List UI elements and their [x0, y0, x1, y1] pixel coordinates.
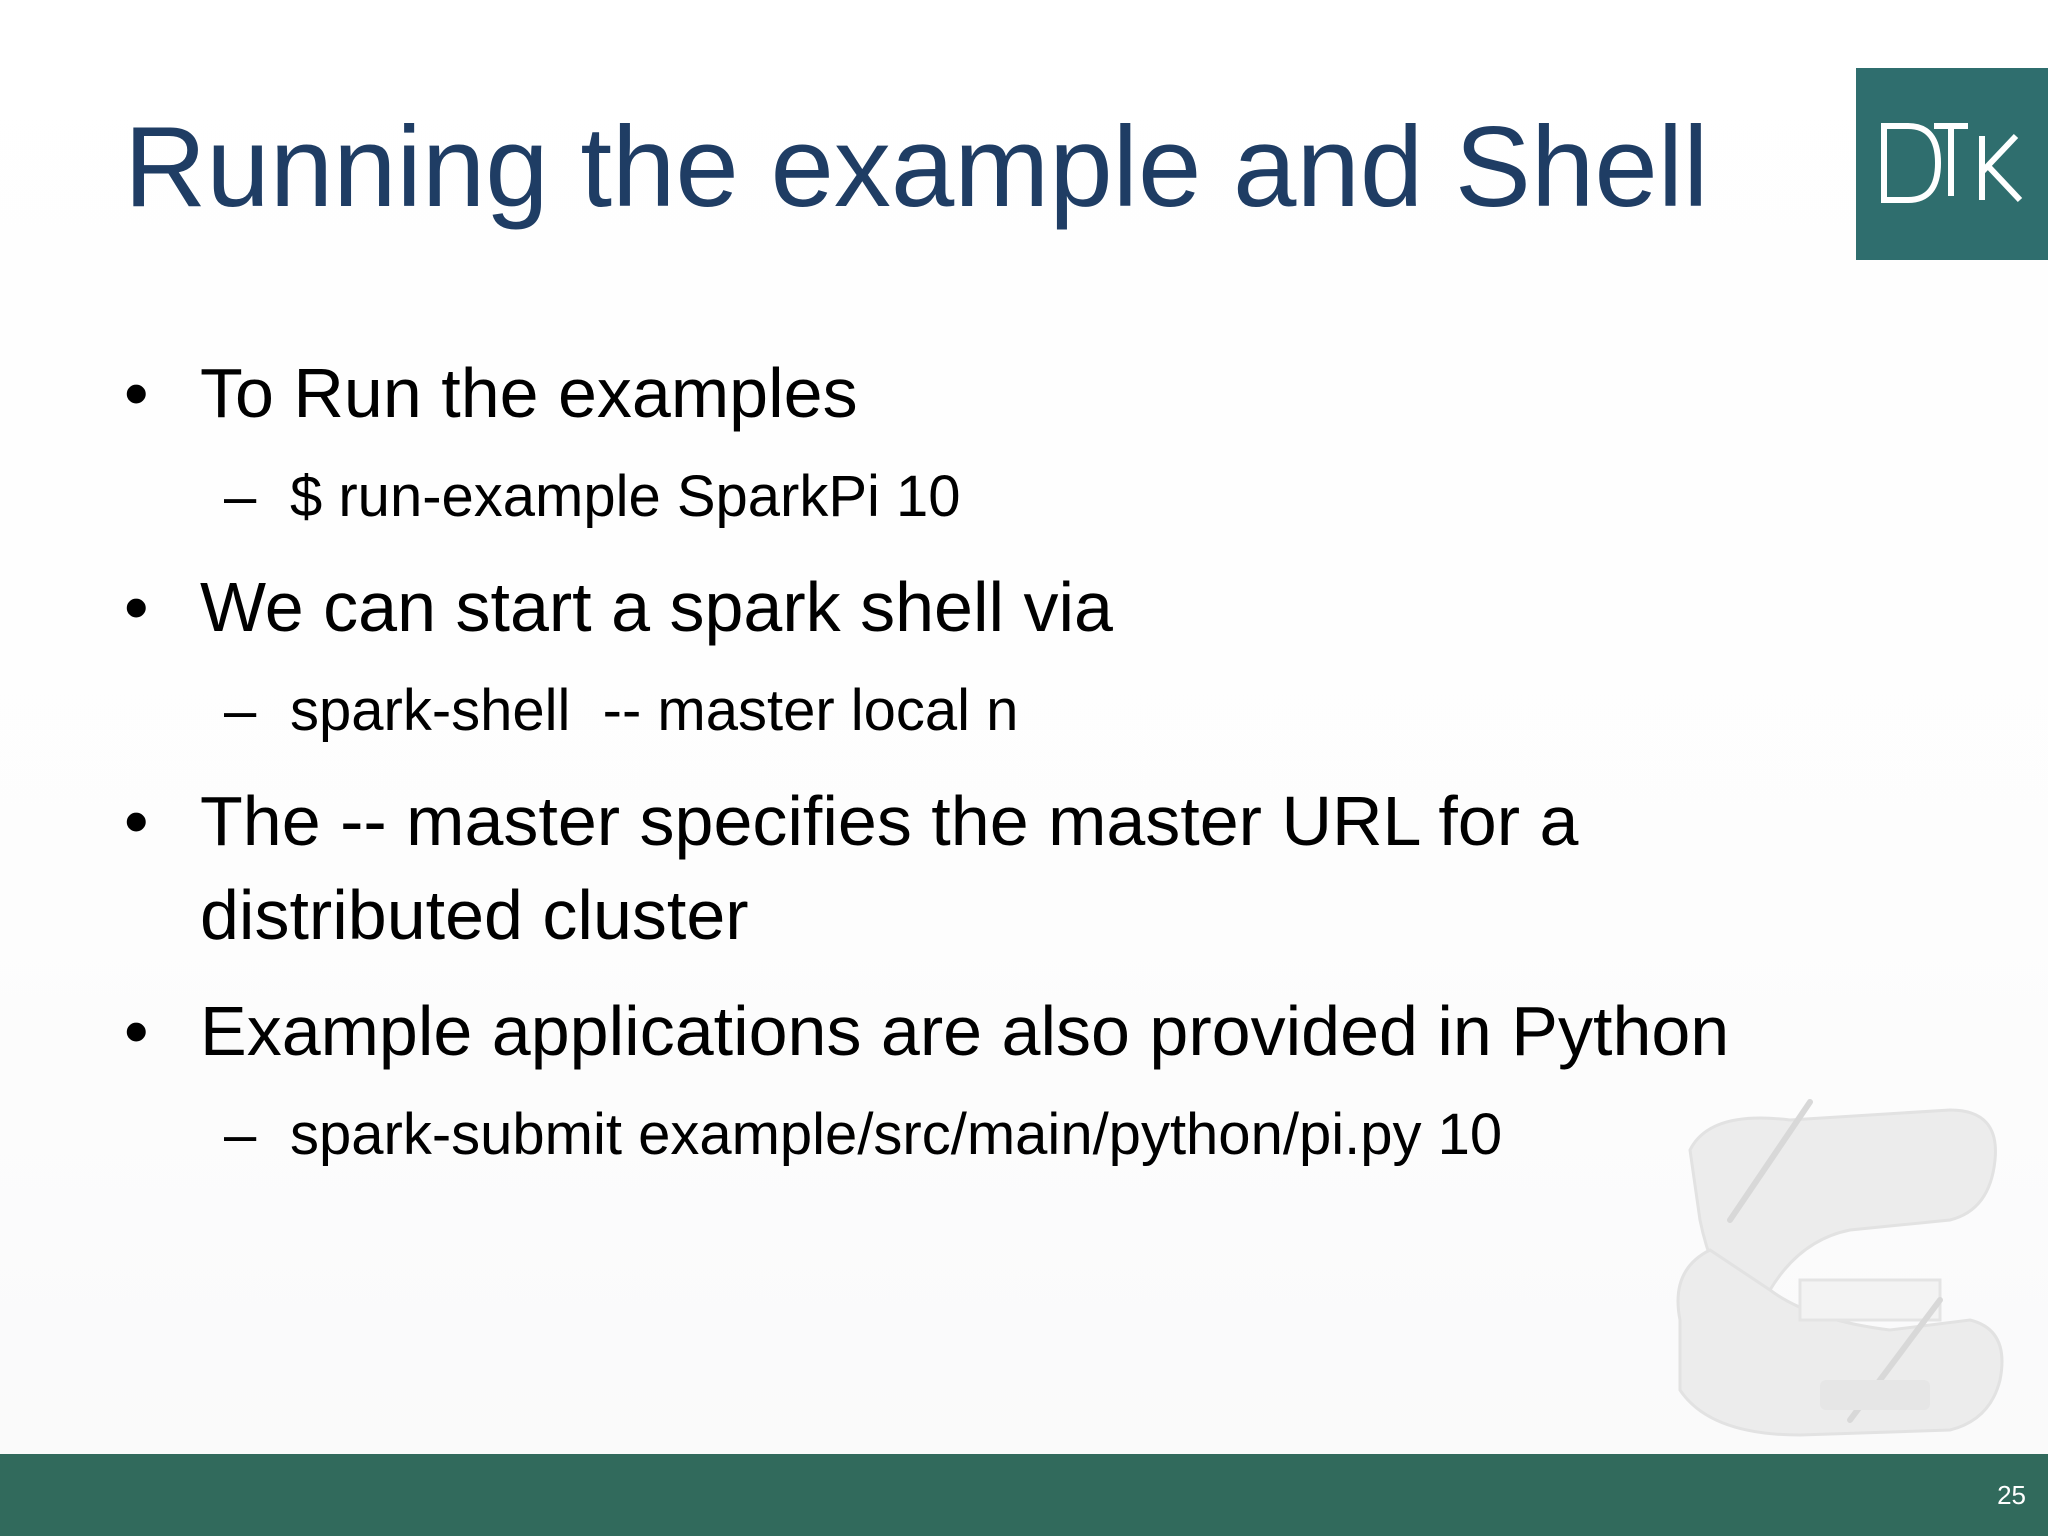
bullet-text-line1: The -- master specifies the master URL f… [200, 782, 1579, 860]
sub-bullet-text: spark-submit example/src/main/python/pi.… [290, 1102, 1503, 1167]
dash-glyph: – [224, 678, 257, 743]
dash-glyph: – [224, 1102, 257, 1167]
sub-bullet-text: $ run-example SparkPi 10 [290, 464, 961, 529]
dtk-logo [1856, 68, 2048, 260]
bullet-glyph: • [124, 568, 149, 646]
bullet-text-line2: distributed cluster [200, 876, 749, 954]
page-number: 25 [1997, 1480, 2026, 1510]
sub-bullet-text: spark-shell -- master local n [290, 678, 1019, 743]
slide-title: Running the example and Shell [124, 104, 1709, 231]
bullet-glyph: • [124, 992, 149, 1070]
bullet-glyph: • [124, 354, 149, 432]
bullet-glyph: • [124, 782, 149, 860]
dtk-logo-icon [1881, 123, 2023, 203]
bullet-text: To Run the examples [200, 354, 858, 432]
footer-bar: 25 [0, 1454, 2048, 1536]
bullet-text: We can start a spark shell via [200, 568, 1113, 646]
bullet-text: Example applications are also provided i… [200, 992, 1730, 1070]
drawing-hands-icon [1676, 1099, 2004, 1437]
dash-glyph: – [224, 464, 257, 529]
